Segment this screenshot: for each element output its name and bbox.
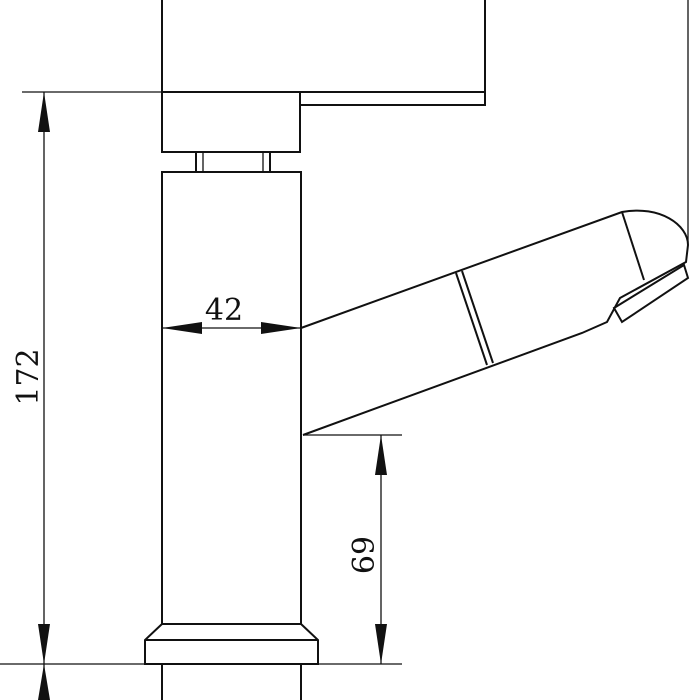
arrow-down-icon: [38, 624, 50, 664]
dimension-label-172: 172: [11, 348, 46, 405]
arrow-down-icon: [375, 624, 387, 664]
dimension-label-69: 69: [347, 536, 382, 574]
handle-lever: [161, 0, 486, 153]
arrow-up-icon: [375, 435, 387, 475]
dimension-spout-height: 69: [347, 435, 387, 664]
arrow-up-icon: [38, 664, 50, 700]
pull-out-spout: [300, 209, 690, 436]
arrow-left-icon: [162, 322, 202, 334]
dimension-body-width: 42: [162, 293, 301, 334]
extension-lines: [0, 0, 689, 665]
dimension-label-42: 42: [205, 293, 243, 328]
faucet-base: [144, 623, 319, 700]
faucet-body: [161, 171, 302, 625]
arrow-up-icon: [38, 92, 50, 132]
arrow-right-icon: [261, 322, 301, 334]
dimension-total-height: 172: [11, 92, 50, 700]
handle-connector: [195, 151, 271, 173]
